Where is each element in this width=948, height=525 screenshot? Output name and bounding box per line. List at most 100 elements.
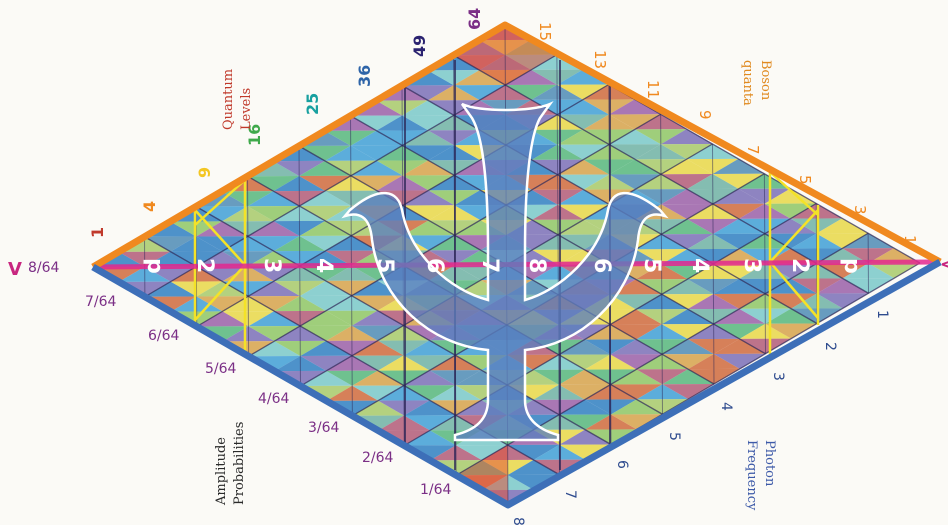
grid-tile: [350, 115, 403, 131]
odd-number-label: 13: [591, 50, 609, 69]
photon-frequency-label-line1: Photon: [762, 440, 777, 487]
grid-tile: [507, 444, 560, 460]
grid-tile: [558, 384, 611, 400]
grid-tile: [557, 99, 609, 115]
grid-tile: [300, 340, 352, 356]
bottom-warm-tile: [456, 445, 508, 505]
grid-tile: [713, 323, 766, 339]
grid-tile: [558, 219, 610, 235]
grid-tile: [403, 385, 456, 401]
square-number-label: 1: [88, 227, 107, 238]
grid-tile: [557, 204, 610, 220]
grid-tile: [144, 251, 197, 267]
photon-frequency-label-line2: Frequency: [744, 440, 759, 511]
grid-tile: [557, 129, 610, 145]
grid-tile: [299, 295, 352, 311]
grid-tile: [559, 414, 611, 430]
grid-tile: [402, 100, 454, 116]
grid-tile: [404, 415, 456, 431]
grid-tile: [713, 278, 766, 294]
grid-tile: [402, 205, 455, 221]
grid-tile: [661, 249, 714, 265]
grid-tile: [299, 190, 352, 206]
integer-label: 8: [510, 517, 526, 525]
grid-tile: [661, 264, 714, 280]
square-number-label: 36: [355, 65, 374, 87]
grid-tile: [764, 248, 817, 264]
grid-tile: [299, 220, 352, 236]
grid-tile: [507, 459, 560, 475]
grid-tile: [610, 369, 663, 385]
grid-tile: [402, 145, 455, 161]
grid-tile: [196, 236, 248, 252]
grid-tile: [557, 159, 610, 175]
grid-tile: [713, 308, 766, 324]
fraction-label: 5/64: [205, 361, 237, 377]
grid-tile: [402, 190, 455, 206]
grid-tile: [662, 384, 714, 400]
grid-tile: [351, 310, 404, 326]
grid-tile: [402, 85, 454, 101]
odd-number-label: 3: [851, 205, 869, 215]
center-digit-right: 6: [589, 258, 614, 273]
grid-tile: [403, 340, 456, 356]
grid-tile: [557, 174, 610, 190]
grid-tile: [712, 158, 765, 174]
grid-tile: [558, 234, 610, 250]
odd-number-label: 11: [644, 80, 662, 99]
grid-tile: [196, 266, 249, 282]
grid-tile: [402, 115, 454, 131]
grid-tile: [453, 85, 506, 101]
grid-tile: [455, 445, 508, 461]
grid-tile: [299, 175, 351, 191]
grid-tile: [352, 355, 404, 371]
grid-tile: [557, 84, 609, 100]
grid-tile: [610, 354, 663, 370]
grid-tile: [505, 69, 558, 85]
integer-label: 4: [718, 402, 734, 411]
grid-tile: [661, 219, 714, 235]
center-digit-right: 4: [687, 258, 712, 273]
right-arrow-icon: <: [940, 254, 948, 275]
fraction-label: 3/64: [308, 420, 340, 436]
grid-tile: [610, 399, 663, 415]
grid-tile: [196, 296, 249, 312]
grid-tile: [352, 370, 404, 386]
grid-tile: [764, 218, 817, 234]
grid-tile: [661, 159, 713, 175]
grid-tile: [505, 84, 558, 100]
grid-tile: [300, 310, 352, 326]
integer-label: 1: [874, 310, 890, 319]
grid-tile: [558, 354, 611, 370]
grid-tile: [352, 340, 404, 356]
grid-tile: [350, 130, 403, 146]
grid-tile: [713, 353, 766, 369]
center-digit-left: p: [142, 258, 167, 274]
fraction-label: 4/64: [258, 391, 290, 407]
grid-tile: [609, 159, 661, 175]
grid-tile: [404, 400, 456, 416]
fraction-label: 8/64: [28, 260, 60, 276]
square-number-label: 4: [140, 201, 159, 212]
square-number-label: 25: [303, 93, 322, 115]
grid-tile: [248, 341, 301, 357]
grid-tile: [196, 221, 248, 237]
grid-tile: [300, 370, 353, 386]
center-digit-left: 6: [422, 258, 447, 273]
grid-tile: [609, 144, 661, 160]
grid-tile: [610, 384, 663, 400]
grid-tile: [248, 326, 301, 342]
grid-tile: [248, 281, 300, 297]
grid-tile: [816, 278, 869, 294]
center-digit-right: 2: [787, 258, 812, 273]
odd-number-label: 1: [901, 235, 919, 245]
grid-tile: [661, 234, 714, 250]
grid-tile: [351, 325, 404, 341]
grid-tile: [453, 70, 506, 86]
grid-tile: [661, 294, 714, 310]
grid-tile: [247, 221, 300, 237]
grid-tile: [559, 444, 611, 460]
amplitude-probabilities-label-line2: Probabilities: [232, 422, 247, 505]
grid-tile: [765, 308, 817, 324]
grid-tile: [712, 188, 765, 204]
